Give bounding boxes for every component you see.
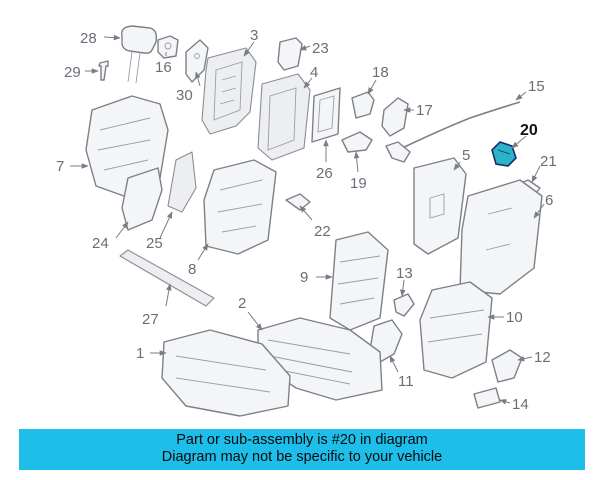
- callout-1: 1: [136, 345, 144, 362]
- callout-22: 22: [314, 223, 331, 240]
- part-seat-cushion-1: [161, 329, 291, 417]
- part-back-panel-5: [413, 157, 467, 255]
- callout-21: 21: [540, 153, 557, 170]
- part-side-bolster-24: [121, 167, 163, 231]
- callout-27: 27: [142, 311, 159, 328]
- callout-26: 26: [316, 165, 333, 182]
- callout-20-highlighted: 20: [520, 122, 538, 139]
- callout-19: 19: [350, 175, 367, 192]
- part-cable-15: [385, 101, 521, 163]
- part-clip-19: [341, 131, 373, 153]
- part-headrest: [121, 25, 158, 84]
- parts-diagram: 28 29 16 30 3 23 4 18 15 17 20 7 26 19 5…: [56, 25, 557, 417]
- callout-24: 24: [92, 235, 109, 252]
- callout-25: 25: [146, 235, 163, 252]
- part-bracket-12: [491, 349, 523, 383]
- part-back-panel-6: [459, 179, 543, 295]
- callout-29: 29: [64, 64, 81, 81]
- part-clip-22: [285, 193, 311, 211]
- callout-8: 8: [188, 261, 196, 278]
- callout-12: 12: [534, 349, 551, 366]
- caption-line-2: Diagram may not be specific to your vehi…: [161, 449, 443, 465]
- leader-lines: [70, 34, 545, 405]
- part-latch-17: [381, 97, 409, 137]
- part-guide-pin: [98, 60, 109, 81]
- callout-30: 30: [176, 87, 193, 104]
- callout-3: 3: [250, 27, 258, 44]
- callout-labels: 28 29 16 30 3 23 4 18 15 17 20 7 26 19 5…: [56, 27, 557, 413]
- callout-4: 4: [310, 64, 318, 81]
- callout-23: 23: [312, 40, 329, 57]
- callout-7: 7: [56, 158, 64, 175]
- callout-14: 14: [512, 396, 529, 413]
- part-bracket-14: [473, 387, 501, 409]
- part-hinge-30: [185, 39, 209, 83]
- part-clip-13: [393, 293, 415, 317]
- callout-15: 15: [528, 78, 545, 95]
- part-20-highlighted: [491, 141, 517, 167]
- callout-10: 10: [506, 309, 523, 326]
- part-cushion-10: [419, 281, 493, 379]
- part-panel-4: [257, 73, 311, 161]
- callout-6: 6: [545, 192, 553, 209]
- callout-11: 11: [398, 373, 414, 390]
- part-frame-25: [167, 151, 197, 213]
- callout-17: 17: [416, 102, 433, 119]
- part-seatback-frame: [201, 47, 257, 135]
- part-clip-18: [351, 91, 375, 119]
- callout-5: 5: [462, 147, 470, 164]
- part-rail-27: [119, 249, 215, 307]
- part-caption-banner: Part or sub-assembly is #20 in diagram D…: [19, 429, 585, 470]
- callout-13: 13: [396, 265, 413, 282]
- part-cushion-9: [329, 231, 389, 331]
- callout-2: 2: [238, 295, 246, 312]
- part-trim-26: [311, 87, 341, 143]
- part-bracket-23: [277, 37, 303, 71]
- callout-28: 28: [80, 30, 97, 47]
- part-bracket-16: [157, 35, 179, 59]
- part-center-cushion: [203, 159, 277, 255]
- caption-line-1: Part or sub-assembly is #20 in diagram: [176, 432, 428, 448]
- callout-18: 18: [372, 64, 389, 81]
- callout-9: 9: [300, 269, 308, 286]
- callout-16: 16: [155, 59, 172, 76]
